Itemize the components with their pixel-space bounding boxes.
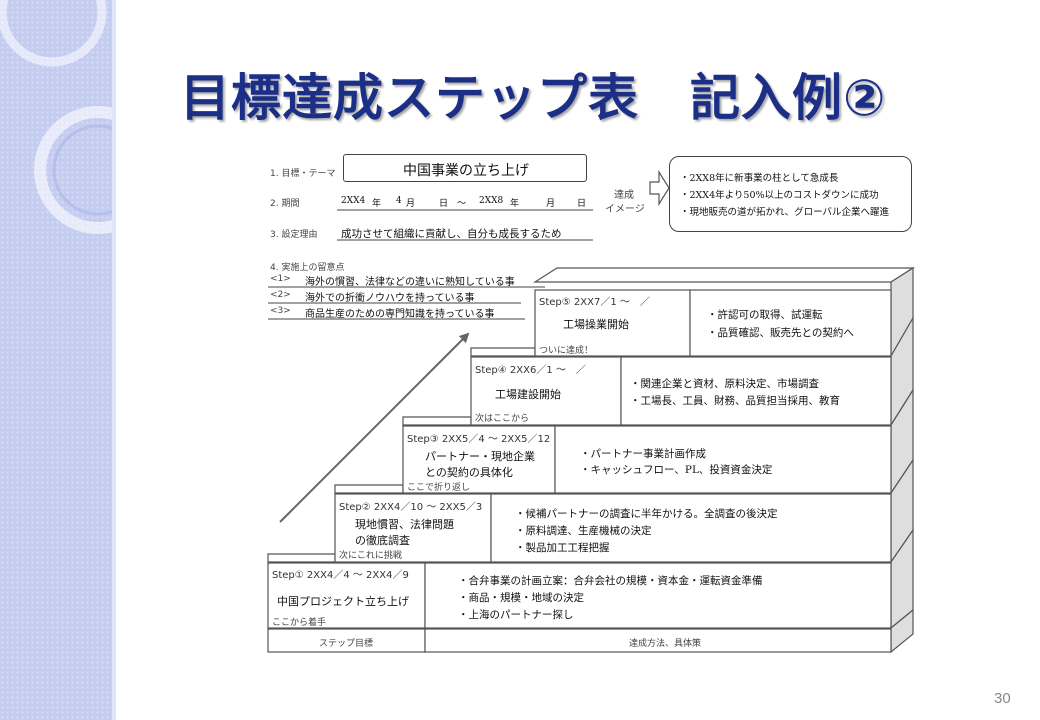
decorative-sidebar (0, 0, 116, 720)
note-2-text: 海外での折衝ノウハウを持っている事 (305, 293, 475, 304)
achievement-item-2: ・2XX4年より50%以上のコストダウンに成功 (680, 190, 879, 201)
step1-detail-1: ・合弁事業の計画立案：合弁会社の規模・資本金・運転資金準備 (458, 575, 763, 587)
step-top-face (402, 416, 472, 426)
step2-header: Step② 2XX4／10 ～ 2XX5／3 (339, 502, 483, 513)
step4-detail-box (620, 356, 892, 426)
period-start-month-unit: 月 (406, 199, 416, 209)
step2-detail-2: ・原料調達、生産機械の決定 (515, 525, 652, 537)
period-end-year-unit: 年 (510, 199, 520, 209)
step5-goal-line1: 工場操業開始 (563, 318, 629, 331)
step-top-face (267, 553, 336, 563)
period-label: 2. 期間 (270, 199, 300, 209)
step5-detail-1: ・許認可の取得、試運転 (707, 309, 823, 321)
theme-label: 1. 目標・テーマ (270, 169, 336, 179)
step4-detail-1: ・関連企業と資材、原料決定、市場調査 (630, 378, 819, 390)
step1-status: ここから着手 (272, 618, 327, 628)
step2-goal-line1: 現地慣習、法律問題 (355, 518, 454, 531)
step5-status: ついに達成！ (539, 346, 594, 356)
step2-goal-line2: の徹底調査 (355, 534, 410, 547)
decorative-ring-middle (34, 106, 116, 234)
theme-value-box (343, 154, 587, 182)
note-3-text: 商品生産のための専門知識を持っている事 (305, 309, 495, 320)
achievement-arrow (649, 169, 670, 207)
step5-header: Step⑤ 2XX7／1 ～ ／ (539, 297, 650, 308)
achievement-item-1: ・2XX8年に新事業の柱として急成長 (680, 173, 839, 184)
growth-arrow (279, 332, 470, 523)
step4-detail-2: ・工場長、工員、財務、品質担当採用、教育 (630, 395, 840, 407)
step1-goal-line1: 中国プロジェクト立ち上げ (277, 595, 409, 608)
step-top-face (532, 267, 916, 283)
period-wave: ～ (457, 199, 467, 209)
footer-detail-cell (424, 628, 892, 653)
note-1-text: 海外の慣習、法律などの違いに熟知している事 (305, 277, 515, 288)
step3-status: ここで折り返し (407, 483, 471, 493)
step3-detail-box (554, 425, 892, 494)
note-2-marker: <2> (270, 290, 291, 300)
decorative-rings (0, 0, 116, 234)
period-end-month-unit: 月 (546, 199, 556, 209)
notes-label: 4. 実施上の留意点 (270, 263, 345, 273)
reason-label: 3. 設定理由 (270, 230, 318, 240)
step4-header: Step④ 2XX6／1 ～ ／ (475, 365, 586, 376)
step-top-face (334, 484, 404, 494)
step1-header: Step① 2XX4／4 ～ 2XX4／9 (272, 570, 409, 581)
achievement-label-line1: 達成 (614, 190, 634, 201)
step5-detail-2: ・品質確認、販売先との契約へ (707, 327, 854, 339)
note-3-marker: <3> (270, 306, 291, 316)
step5-goal-box (534, 289, 691, 357)
achievement-box (669, 156, 912, 232)
step1-goal-box (267, 562, 426, 629)
note-1-marker: <1> (270, 274, 291, 284)
theme-value: 中国事業の立ち上げ (403, 163, 529, 179)
footer-method: 達成方法、具体策 (629, 639, 702, 649)
step2-status: 次にこれに挑戦 (339, 551, 402, 561)
step1-detail-3: ・上海のパートナー探し (458, 609, 574, 621)
step2-detail-1: ・候補パートナーの調査に半年かける。全調査の後決定 (515, 508, 778, 520)
achievement-item-3: ・現地販売の道が拓かれ、グローバル企業へ躍進 (680, 207, 890, 218)
step3-goal-line2: との契約の具体化 (425, 466, 513, 479)
step3-header: Step③ 2XX5／4 ～ 2XX5／12 (407, 434, 551, 445)
period-start-year: 2XX4 (341, 196, 366, 206)
step3-detail-1: ・パートナー事業計画作成 (580, 448, 706, 460)
period-start-year-unit: 年 (372, 199, 382, 209)
step3-detail-2: ・キャッシュフロー、PL、投資資金決定 (580, 464, 773, 476)
staircase-drawing (267, 169, 916, 654)
step-top-face (470, 347, 536, 357)
page-title: 目標達成ステップ表 記入例② (180, 69, 887, 127)
step3-goal-line1: パートナー・現地企業 (425, 450, 535, 463)
period-end-day-unit: 日 (577, 199, 587, 209)
step4-status: 次はここから (475, 414, 530, 424)
footer-step-goal: ステップ目標 (319, 639, 374, 649)
achievement-label-line2: イメージ (605, 204, 645, 215)
step2-goal-box (334, 493, 492, 563)
reason-value: 成功させて組織に貢献し、自分も成長するため (341, 228, 562, 240)
sidebar-edge (112, 0, 116, 720)
step1-detail-2: ・商品・規模・地域の決定 (458, 592, 584, 604)
period-start-month: 4 (396, 196, 402, 206)
step1-detail-box (424, 562, 892, 629)
decorative-ring-inner (52, 124, 116, 216)
goal-step-chart: 1. 目標・テーマ 中国事業の立ち上げ 2. 期間 2XX4 年 4 月 日 ～… (255, 150, 920, 660)
decorative-ring-top (0, 0, 107, 67)
period-start-day-unit: 日 (439, 199, 449, 209)
step5-detail-box (689, 289, 892, 357)
step2-detail-box (490, 493, 892, 563)
step4-goal-line1: 工場建設開始 (495, 388, 561, 401)
period-end-year: 2XX8 (479, 196, 504, 206)
page-number: 30 (994, 690, 1011, 707)
step2-detail-3: ・製品加工工程把握 (515, 542, 610, 554)
